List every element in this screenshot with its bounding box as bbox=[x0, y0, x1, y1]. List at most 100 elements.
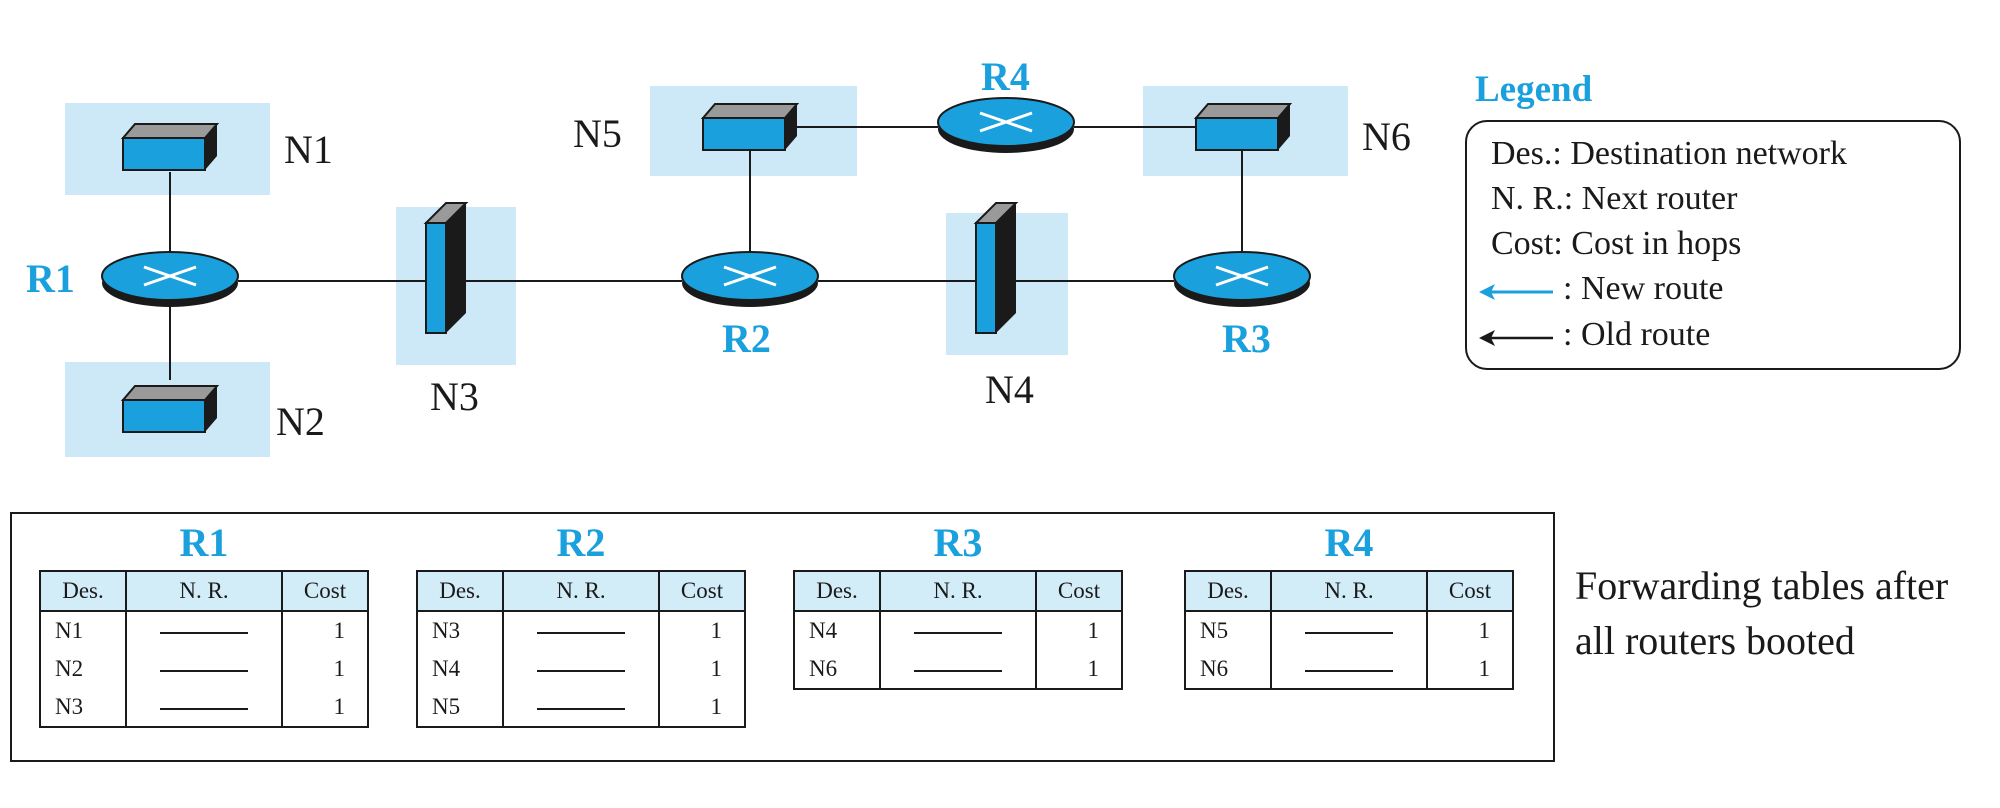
row-des: N1 bbox=[39, 611, 127, 650]
empty-dash bbox=[537, 669, 625, 672]
row-des: N3 bbox=[416, 611, 504, 650]
row-des: N6 bbox=[1184, 650, 1272, 689]
row-nr bbox=[125, 688, 283, 727]
header-cost: Cost bbox=[281, 570, 369, 612]
header-des: Des. bbox=[39, 570, 127, 612]
r3-router-icon bbox=[1172, 250, 1312, 309]
r4-router-icon bbox=[936, 96, 1076, 155]
table-row: N6 1 bbox=[793, 650, 1123, 689]
table-row: N2 1 bbox=[39, 650, 369, 688]
n6-switch-icon bbox=[1195, 103, 1291, 151]
row-cost: 1 bbox=[658, 611, 746, 650]
forwarding-tables-frame: R1 Des. N. R. Cost N1 1 N2 1 N3 1 R2 Des. N… bbox=[10, 512, 1555, 762]
row-nr bbox=[125, 650, 283, 688]
forwarding-tables-caption: Forwarding tables after all routers boot… bbox=[1575, 563, 1949, 663]
n6-label: N6 bbox=[1362, 114, 1411, 159]
table-row: N5 1 bbox=[416, 688, 746, 727]
r3-label: R3 bbox=[1222, 316, 1271, 361]
legend-cost: Cost: Cost in hops bbox=[1491, 225, 1742, 262]
table-row: N5 1 bbox=[1184, 611, 1514, 650]
table-r4-title: R4 bbox=[1324, 520, 1374, 565]
row-nr bbox=[502, 688, 660, 727]
table-row: N4 1 bbox=[416, 650, 746, 688]
empty-dash bbox=[160, 631, 248, 634]
row-cost: 1 bbox=[281, 650, 369, 688]
empty-dash bbox=[1305, 631, 1393, 634]
n4-label: N4 bbox=[985, 367, 1034, 412]
empty-dash bbox=[914, 631, 1002, 634]
row-des: N5 bbox=[416, 688, 504, 727]
row-cost: 1 bbox=[658, 650, 746, 688]
table-row: N3 1 bbox=[416, 611, 746, 650]
header-nr: N. R. bbox=[879, 570, 1037, 612]
n2-switch-icon bbox=[122, 385, 218, 433]
table-r2: R2 Des. N. R. Cost N3 1 N4 1 N5 1 bbox=[416, 522, 746, 728]
table-row: N3 1 bbox=[39, 688, 369, 727]
r1-label: R1 bbox=[26, 256, 75, 301]
header-des: Des. bbox=[416, 570, 504, 612]
new-route-arrow-icon bbox=[1479, 284, 1553, 300]
row-des: N5 bbox=[1184, 611, 1272, 650]
legend-des: Des.: Destination network bbox=[1491, 135, 1847, 172]
header-nr: N. R. bbox=[1270, 570, 1428, 612]
empty-dash bbox=[160, 707, 248, 710]
row-des: N2 bbox=[39, 650, 127, 688]
r1-router-icon bbox=[100, 250, 240, 309]
table-row: N1 1 bbox=[39, 611, 369, 650]
table-row: N6 1 bbox=[1184, 650, 1514, 689]
row-cost: 1 bbox=[1035, 611, 1123, 650]
table-r3-title: R3 bbox=[933, 520, 983, 565]
empty-dash bbox=[160, 669, 248, 672]
header-cost: Cost bbox=[1035, 570, 1123, 612]
row-des: N6 bbox=[793, 650, 881, 689]
legend-nr: N. R.: Next router bbox=[1491, 180, 1738, 217]
header-nr: N. R. bbox=[502, 570, 660, 612]
header-nr: N. R. bbox=[125, 570, 283, 612]
header-cost: Cost bbox=[1426, 570, 1514, 612]
row-cost: 1 bbox=[1426, 650, 1514, 689]
empty-dash bbox=[1305, 669, 1393, 672]
n1-switch-icon bbox=[122, 123, 218, 171]
empty-dash bbox=[537, 631, 625, 634]
row-des: N4 bbox=[793, 611, 881, 650]
header-des: Des. bbox=[793, 570, 881, 612]
n3-switch-icon bbox=[425, 202, 467, 334]
table-r4: R4 Des. N. R. Cost N5 1 N6 1 bbox=[1184, 522, 1514, 690]
n3-label: N3 bbox=[430, 374, 479, 419]
legend-old-route: : Old route bbox=[1563, 316, 1711, 353]
row-nr bbox=[1270, 650, 1428, 689]
table-r2-title: R2 bbox=[556, 520, 606, 565]
n5-switch-icon bbox=[702, 103, 798, 151]
r2-router-icon bbox=[680, 250, 820, 309]
empty-dash bbox=[914, 669, 1002, 672]
empty-dash bbox=[537, 707, 625, 710]
table-row: N4 1 bbox=[793, 611, 1123, 650]
row-nr bbox=[502, 611, 660, 650]
header-des: Des. bbox=[1184, 570, 1272, 612]
n5-label: N5 bbox=[573, 111, 622, 156]
legend-new-route: : New route bbox=[1563, 270, 1724, 307]
header-cost: Cost bbox=[658, 570, 746, 612]
row-cost: 1 bbox=[1035, 650, 1123, 689]
old-route-arrow-icon bbox=[1479, 330, 1553, 346]
legend-box: Des.: Destination network N. R.: Next ro… bbox=[1465, 120, 1961, 370]
row-des: N4 bbox=[416, 650, 504, 688]
table-r1: R1 Des. N. R. Cost N1 1 N2 1 N3 1 bbox=[39, 522, 369, 728]
row-nr bbox=[879, 650, 1037, 689]
row-nr bbox=[502, 650, 660, 688]
row-nr bbox=[125, 611, 283, 650]
row-nr bbox=[1270, 611, 1428, 650]
legend-title: Legend bbox=[1475, 69, 1593, 110]
n2-label: N2 bbox=[276, 399, 325, 444]
row-cost: 1 bbox=[1426, 611, 1514, 650]
row-cost: 1 bbox=[281, 611, 369, 650]
row-des: N3 bbox=[39, 688, 127, 727]
r2-label: R2 bbox=[722, 316, 771, 361]
row-cost: 1 bbox=[658, 688, 746, 727]
n4-switch-icon bbox=[975, 202, 1017, 334]
table-r1-title: R1 bbox=[179, 520, 229, 565]
r4-label: R4 bbox=[981, 54, 1030, 99]
row-cost: 1 bbox=[281, 688, 369, 727]
n1-label: N1 bbox=[284, 127, 333, 172]
